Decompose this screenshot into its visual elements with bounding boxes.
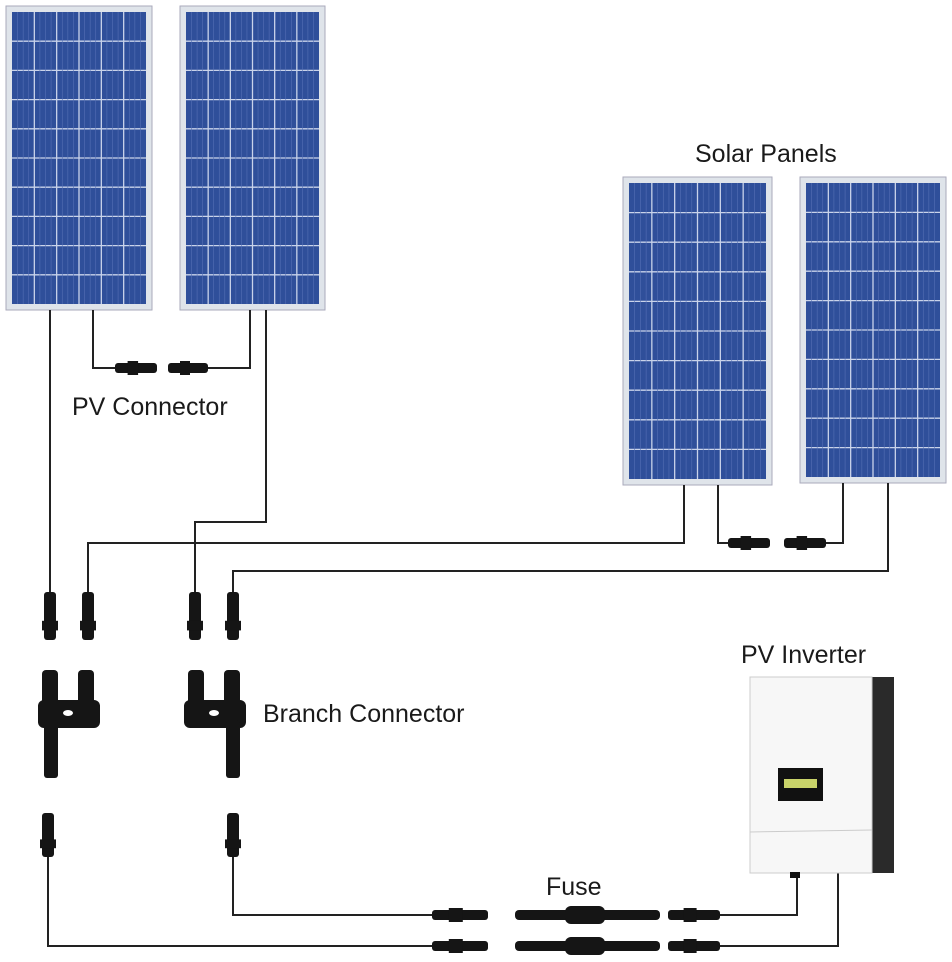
fuse-label: Fuse [546, 873, 602, 901]
wire [718, 872, 839, 947]
connector-body [82, 592, 94, 640]
pv-inverter-label: PV Inverter [741, 641, 866, 669]
branch-connector-label: Branch Connector [263, 700, 465, 728]
solar-panel [179, 5, 326, 311]
mc4-connector [40, 813, 56, 857]
connector-nut [448, 939, 463, 953]
wire [717, 485, 732, 544]
mc4-connector [80, 592, 96, 640]
mc4-connector [432, 939, 488, 953]
connector-body [227, 813, 239, 857]
connector-nut [42, 620, 58, 631]
connector-nut [180, 361, 190, 375]
connector-nut [187, 620, 203, 631]
mc4-connector [728, 536, 770, 550]
wire [718, 872, 798, 916]
connector-nut [796, 536, 808, 550]
connector-nut [225, 839, 241, 849]
connector-nut [448, 908, 463, 922]
branch-hole [63, 710, 73, 716]
inverter-heatsink [870, 677, 894, 873]
wire [232, 855, 434, 916]
pv-connector-label: PV Connector [72, 393, 228, 421]
mc4-connector [225, 813, 241, 857]
inline-fuse [515, 937, 660, 955]
mc4-connector [225, 592, 241, 640]
connector-body [42, 813, 54, 857]
mc4-connector [42, 592, 58, 640]
wire [92, 310, 118, 369]
solar-panels-label: Solar Panels [695, 140, 837, 168]
pv-inverter [749, 676, 894, 878]
connector-nut [683, 908, 697, 922]
wire [87, 485, 685, 592]
wire [232, 483, 889, 592]
connectors [38, 361, 826, 955]
lcd-screen [784, 779, 817, 788]
connector-nut [225, 620, 241, 631]
branch-outlet [44, 720, 58, 778]
mc4-connector [432, 908, 488, 922]
branch-hole [209, 710, 219, 716]
inline-fuse [515, 906, 660, 924]
mc4-connector [668, 939, 720, 953]
mc4-connector [115, 361, 157, 375]
fuse-holder [565, 906, 605, 924]
connector-body [44, 592, 56, 640]
connector-nut [40, 839, 56, 849]
wire [205, 310, 251, 369]
branch-connector [38, 670, 100, 778]
connector-nut [127, 361, 139, 375]
mc4-connector [668, 908, 720, 922]
inverter-seam [749, 829, 873, 833]
branch-outlet [226, 720, 240, 778]
wire [822, 483, 844, 544]
solar-panel [622, 176, 773, 486]
inverter-terminal [790, 872, 800, 878]
connector-nut [80, 620, 96, 631]
fuse-holder [565, 937, 605, 955]
connector-nut [683, 939, 697, 953]
wire [194, 310, 267, 592]
mc4-connector [784, 536, 826, 550]
wire [47, 855, 432, 947]
solar-panel [5, 5, 153, 311]
branch-connector [184, 670, 246, 778]
wires [47, 310, 889, 947]
mc4-connector [168, 361, 208, 375]
solar-panels [5, 5, 947, 486]
connector-body [189, 592, 201, 640]
connector-nut [740, 536, 752, 550]
solar-panel [799, 176, 947, 484]
mc4-connector [187, 592, 203, 640]
connector-body [227, 592, 239, 640]
